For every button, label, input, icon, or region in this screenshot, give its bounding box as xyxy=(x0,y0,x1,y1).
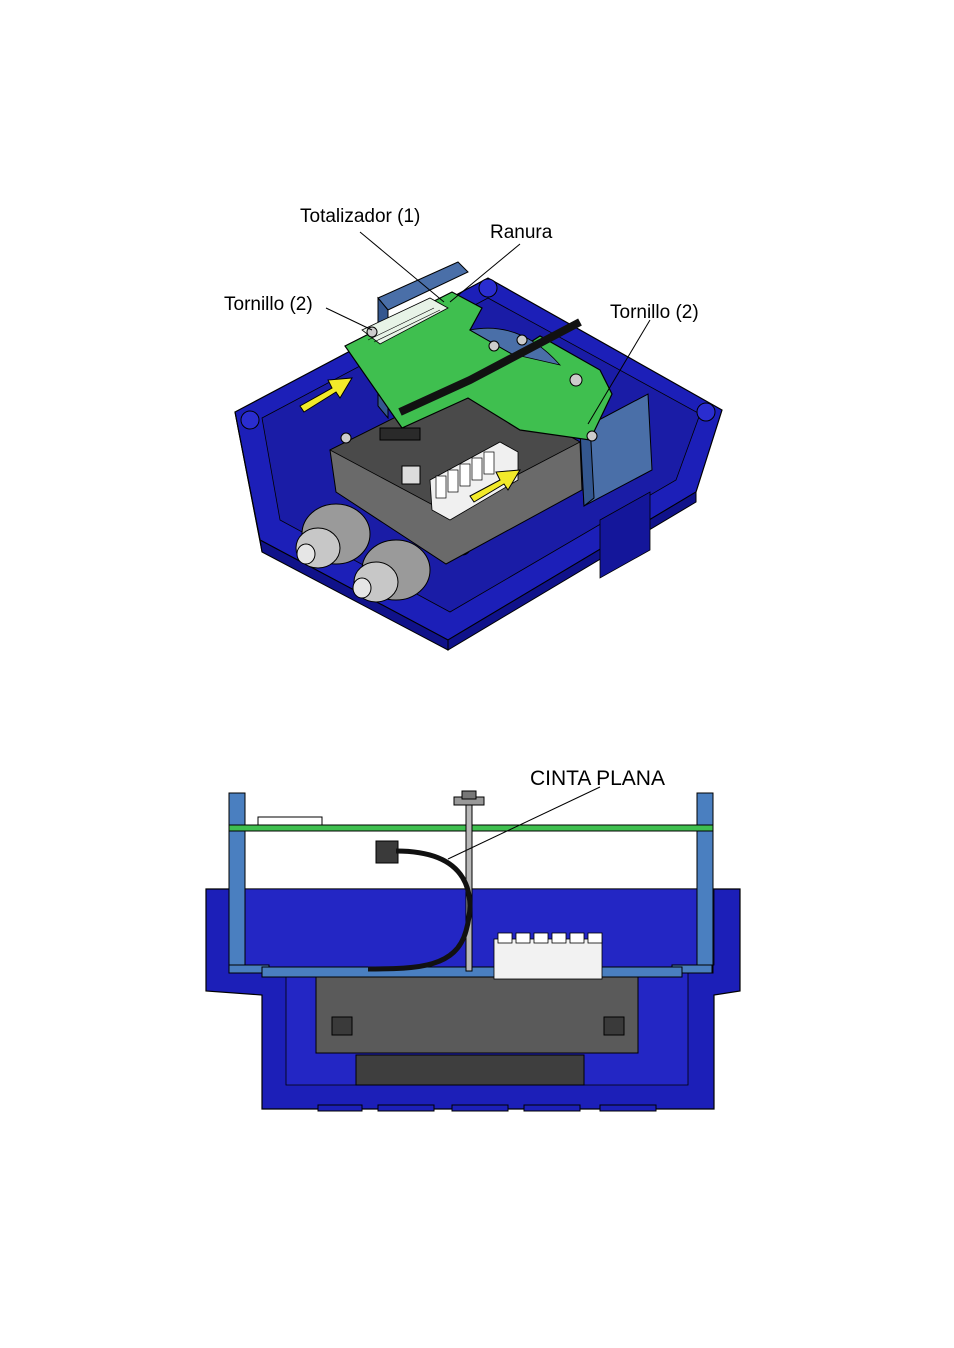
flat-cable xyxy=(398,318,582,416)
label-screw-right: Tornillo (2) xyxy=(610,302,699,323)
screw-icon xyxy=(340,326,598,444)
arrow-icon xyxy=(299,377,353,413)
electronic-module xyxy=(315,976,639,1086)
cable-gland-left xyxy=(295,503,371,569)
label-flat-cable: CINTA PLANA xyxy=(530,767,665,790)
terminal-block xyxy=(493,932,603,980)
arrow-icon xyxy=(469,469,521,503)
display-module xyxy=(257,816,323,826)
label-screw-left: Tornillo (2) xyxy=(224,294,313,315)
leader-line xyxy=(447,786,601,860)
cross-section-figure: CINTA PLANA xyxy=(0,755,954,1125)
label-slot: Ranura xyxy=(490,222,553,243)
flat-cable xyxy=(367,848,473,972)
cross-section-drawing: CINTA PLANA xyxy=(205,767,741,1112)
bracket-left xyxy=(228,792,270,974)
isometric-assembly-drawing: Totalizador (1) Ranura Tornillo (2) Torn… xyxy=(224,206,723,651)
cable-gland-right xyxy=(352,539,431,603)
isometric-assembly-figure: Totalizador (1) Ranura Tornillo (2) Torn… xyxy=(0,180,954,660)
leader-lines xyxy=(325,231,651,425)
cable-connector xyxy=(375,840,399,864)
label-totalizer: Totalizador (1) xyxy=(300,206,420,227)
